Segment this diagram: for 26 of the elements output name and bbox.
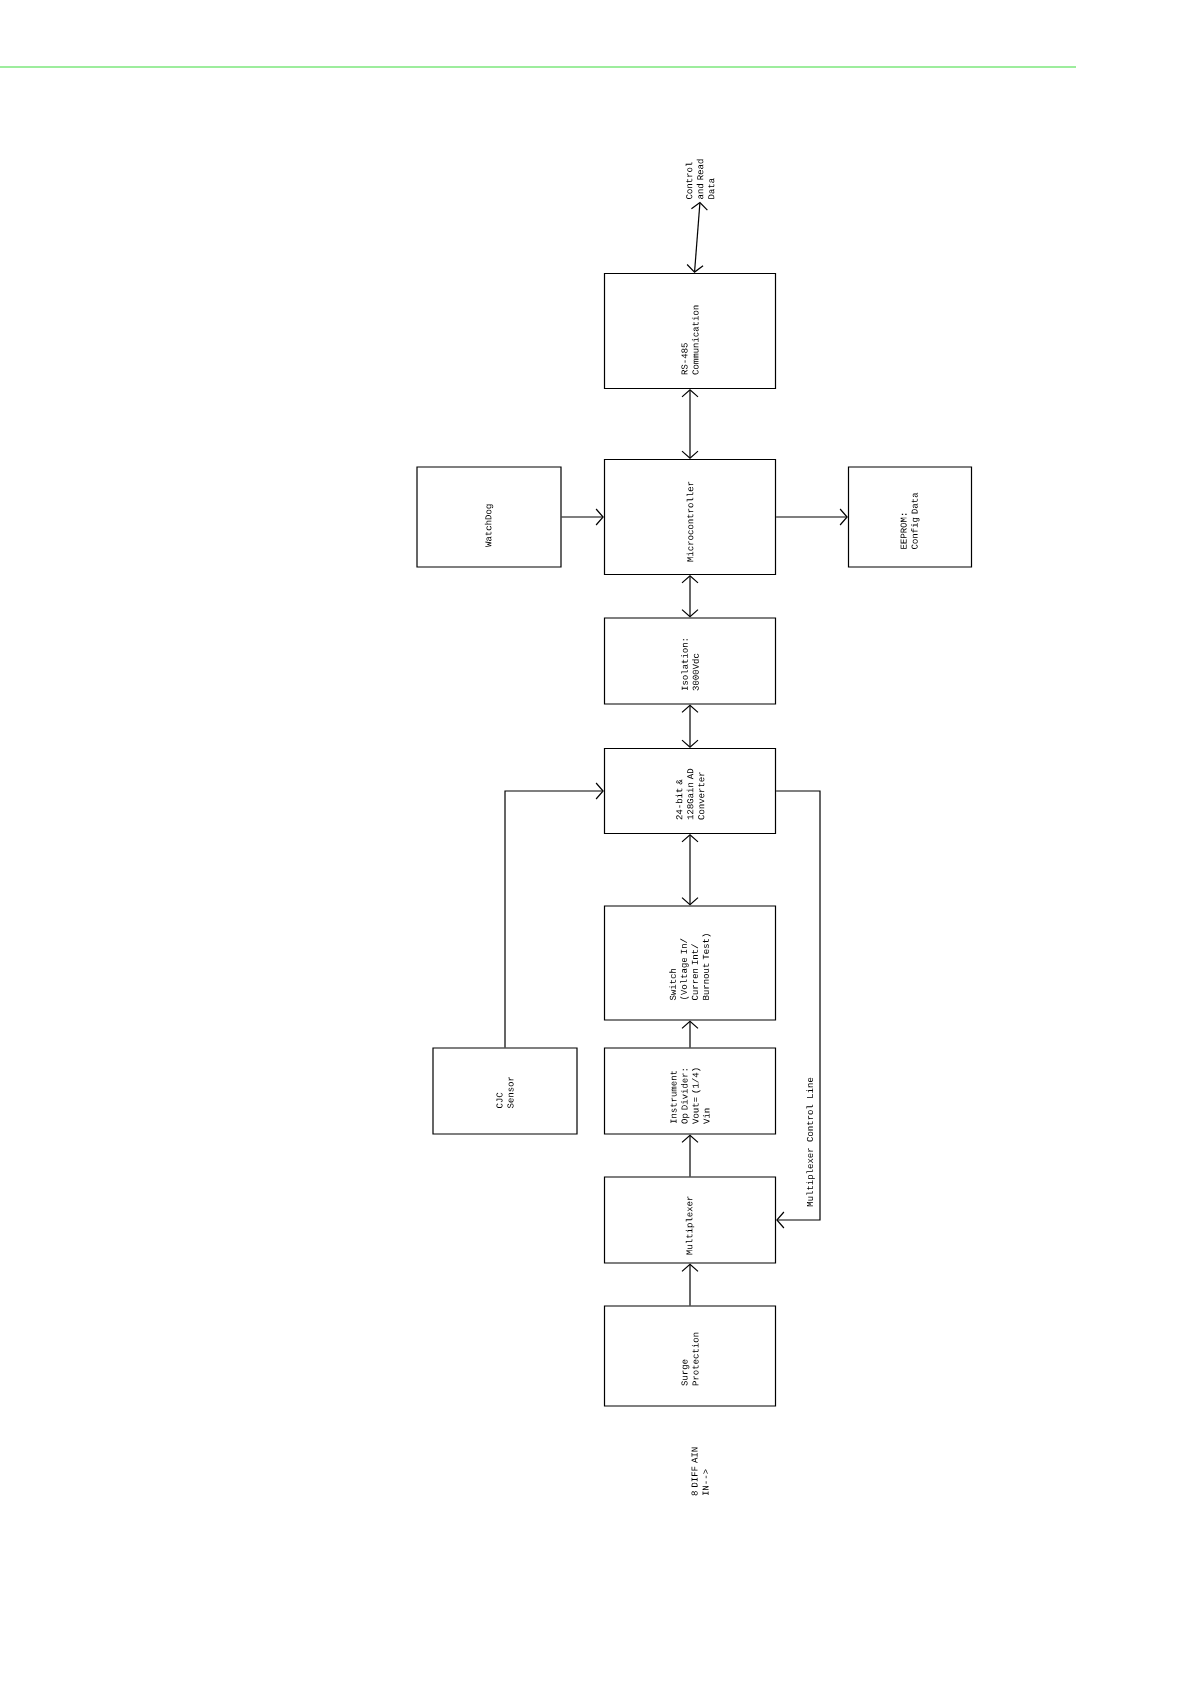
block-box: RS-485 Communication [603,272,777,390]
arrow [561,508,604,526]
block-box: CJC Sensor [432,1047,578,1135]
arrow [681,1134,699,1177]
arrow [504,782,604,1048]
arrow [775,790,821,1229]
signal-label: Control and Read Data [685,159,715,199]
block-box: Switch (Voltage In/ Curren Int/ Burnout Test) [603,905,777,1021]
arrow [686,201,708,273]
arrow [681,834,699,906]
arrow [681,1020,699,1048]
block-box: Isolation: 3000Vdc [603,617,777,705]
block-box: Instrument Op Divider: Vout= (1/4) Vin [603,1047,777,1135]
block-box: WatchDog [416,466,562,568]
block-box: Multiplexer [603,1176,777,1264]
block-box: Microcontroller [603,458,777,576]
edge-label: Multiplexer Control Line [806,1077,815,1207]
input-label: 8 DIFF AIN IN--> [691,1447,709,1496]
arrow [681,1263,699,1306]
arrow [681,575,699,618]
block-box: 24-bit & 128Gain AD Converter [603,747,777,835]
block-box: EEPROM: Config Data [847,466,973,568]
block-box: Surge Protection [603,1305,777,1407]
arrow [681,704,699,748]
arrow [681,389,699,459]
arrow [775,508,848,526]
